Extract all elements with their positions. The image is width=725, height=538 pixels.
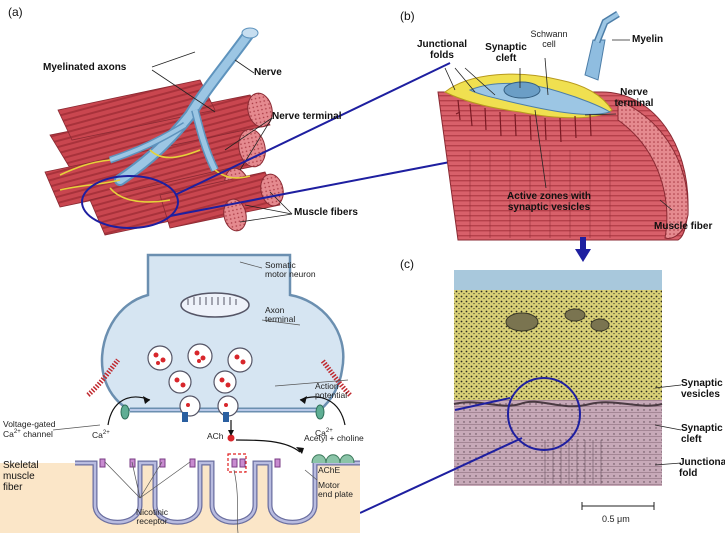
label-synaptic-cleft-b: Synaptic cleft [481,42,531,64]
label-ca-left-charge: 2+ [103,430,110,436]
label-junctional-folds-b: Junctional folds [413,39,471,61]
label-ca-left-text: Ca [92,430,103,440]
label-myelin: Myelin [632,34,663,45]
label-skeletal-muscle-fiber: Skeletal muscle fiber [3,460,39,493]
panel-c-micrograph [454,270,662,510]
label-synaptic-cleft-b-line2: cleft [481,53,531,64]
label-muscle-fibers: Muscle fibers [294,207,358,218]
label-nerve-terminal-a: Nerve terminal [272,111,341,122]
arrow-b-to-c [575,237,591,262]
label-synaptic-vesicles-c-line1: Synaptic [681,378,723,389]
label-nicotinic-receptor: Nicotinic receptor [125,508,179,527]
panel-a-illustration [45,28,286,235]
label-synaptic-cleft-c-line1: Synaptic [681,423,723,434]
label-synaptic-cleft-c: Synaptic cleft [681,423,723,445]
panel-label-b: (b) [400,10,415,23]
label-vg-charge: 2+ [14,429,21,435]
label-nicotinic-line2: receptor [125,517,179,526]
label-axon-terminal: Axon terminal [265,306,295,325]
panel-label-a: (a) [8,6,23,19]
label-nerve: Nerve [254,67,282,78]
label-synaptic-cleft-c-line2: cleft [681,434,723,445]
label-somatic-line2: motor neuron [265,270,316,279]
label-synaptic-vesicles-c: Synaptic vesicles [681,378,723,400]
label-somatic-motor-neuron: Somatic motor neuron [265,261,316,280]
label-schwann-cell: Schwann cell [526,30,572,50]
label-skeletal-line2: muscle [3,471,39,482]
label-vg-line1: Voltage-gated [3,420,55,429]
label-axon-line2: terminal [265,315,295,324]
label-schwann-line2: cell [526,40,572,50]
label-nerve-terminal-b-line1: Nerve [604,87,664,98]
label-muscle-fiber-b: Muscle fiber [654,221,712,232]
label-junctional-fold-c: Junctional fold [679,457,725,479]
label-junctional-folds-b-line1: Junctional [413,39,471,50]
label-ach: ACh [207,432,224,441]
label-junctional-folds-b-line2: folds [413,50,471,61]
panel-d-schematic [0,255,360,533]
label-nerve-terminal-b: Nerve terminal [604,87,664,109]
label-synaptic-cleft-b-line1: Synaptic [481,42,531,53]
label-vg-ca: Ca [3,429,14,439]
label-skeletal-line3: fiber [3,482,39,493]
label-acetyl-choline: Acetyl + choline [304,434,364,443]
label-motor-end-plate: Motor end plate [318,481,353,500]
label-ca-left: Ca2+ [92,430,110,440]
label-voltage-gated-channel: Voltage-gated Ca2+ channel [3,420,55,440]
label-action-line2: potential [315,391,347,400]
label-motor-line2: end plate [318,490,353,499]
mitochondrion [181,293,249,317]
label-active-zones: Active zones with synaptic vesicles [494,191,604,213]
label-action-potential: Action potential [315,382,347,401]
panel-label-c: (c) [400,258,414,271]
label-scale-bar: 0.5 μm [602,515,630,525]
label-myelinated-axons: Myelinated axons [43,62,126,73]
label-junctional-fold-c-line1: Junctional [679,457,725,468]
label-skeletal-line1: Skeletal [3,460,39,471]
label-nerve-terminal-b-line2: terminal [604,98,664,109]
label-active-zones-line2: synaptic vesicles [494,202,604,213]
label-ache: AChE [318,466,340,475]
label-synaptic-vesicles-c-line2: vesicles [681,389,723,400]
label-junctional-fold-c-line2: fold [679,468,725,479]
label-active-zones-line1: Active zones with [494,191,604,202]
label-vg-channel: channel [21,429,53,439]
